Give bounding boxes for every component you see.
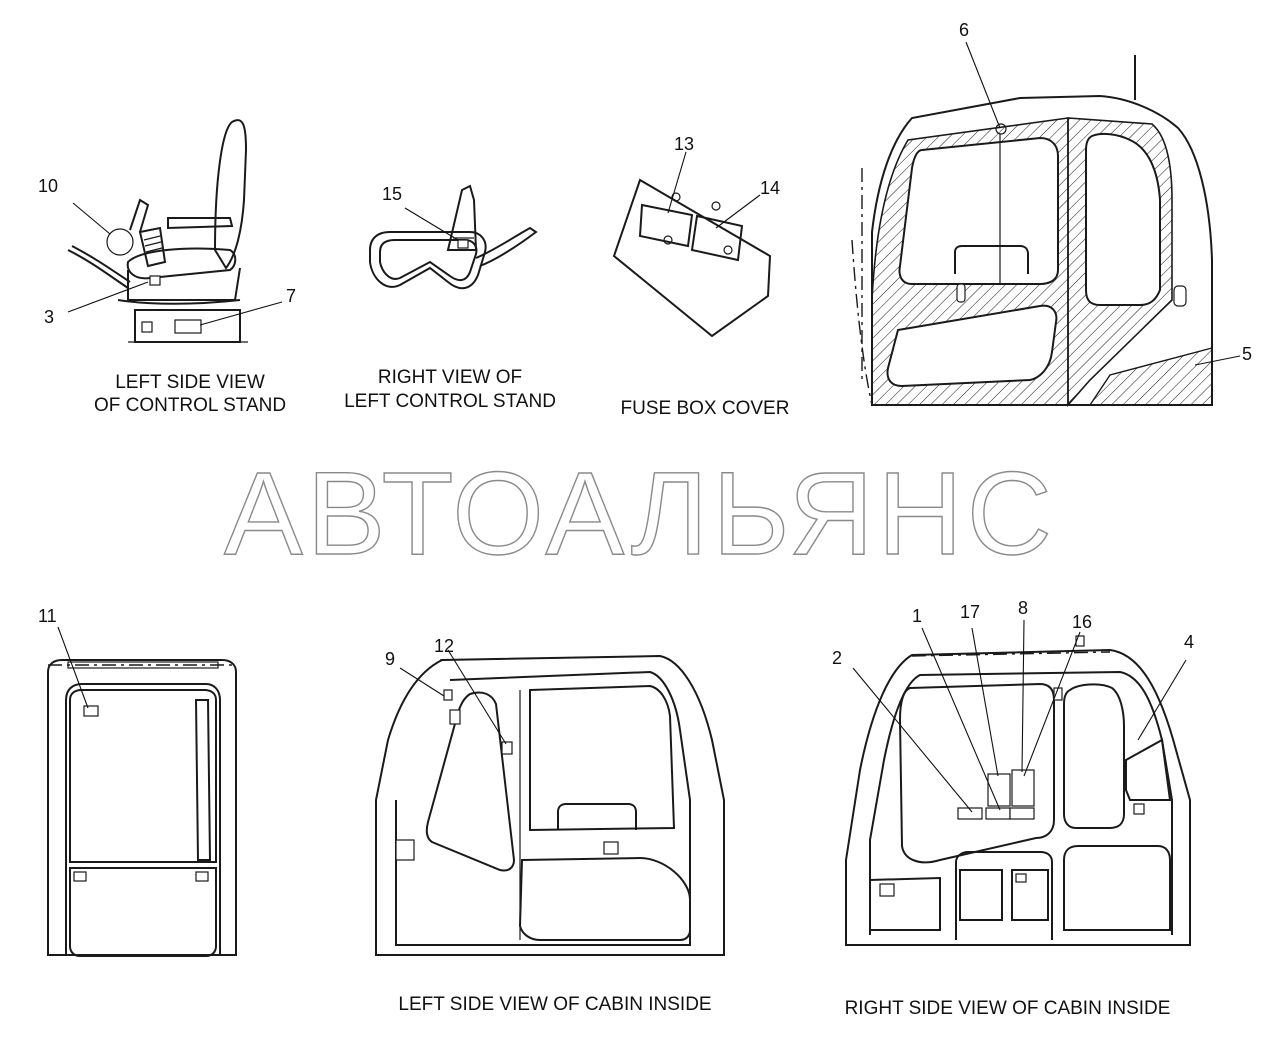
- caption-fuse-box: FUSE BOX COVER: [620, 398, 790, 419]
- callout-12: 12: [434, 636, 455, 656]
- callout-11: 11: [38, 606, 57, 626]
- leader-3: [67, 281, 149, 313]
- caption-stand-right-1: RIGHT VIEW OF: [377, 367, 523, 388]
- fuse-box-drawing: [612, 178, 772, 338]
- callout-1: 1: [912, 606, 923, 626]
- leader-5: [1194, 355, 1241, 366]
- callout-6: 6: [959, 20, 970, 40]
- caption-stand-right-2: LEFT CONTROL STAND: [344, 391, 556, 412]
- leader-15: [404, 207, 459, 241]
- leader-9: [399, 667, 445, 697]
- callout-13: 13: [674, 134, 695, 154]
- leader-8: [1021, 619, 1025, 773]
- callout-15: 15: [382, 184, 403, 204]
- callout-16: 16: [1072, 612, 1093, 632]
- watermark-text: АВТОАЛЬЯНС: [223, 448, 1056, 580]
- leader-10: [72, 202, 111, 235]
- leader-7: [199, 301, 283, 326]
- callout-14: 14: [760, 178, 781, 198]
- callout-8: 8: [1018, 598, 1029, 618]
- cabin-front-drawing: [47, 659, 237, 957]
- caption-cabin-right-inside: RIGHT SIDE VIEW OF CABIN INSIDE: [844, 998, 1171, 1019]
- callout-9: 9: [385, 649, 396, 669]
- caption-cabin-left-inside: LEFT SIDE VIEW OF CABIN INSIDE: [398, 994, 712, 1015]
- seat-drawing: [67, 119, 248, 343]
- callout-2: 2: [832, 648, 843, 668]
- callout-4: 4: [1184, 632, 1195, 652]
- callout-5: 5: [1242, 344, 1253, 364]
- callout-17: 17: [960, 602, 981, 622]
- cabin-right-inside-drawing: [845, 635, 1191, 946]
- leader-4: [1137, 659, 1187, 741]
- callout-7: 7: [286, 286, 297, 306]
- leader-6: [965, 41, 1001, 129]
- callout-3: 3: [44, 307, 55, 327]
- leader-17: [971, 627, 999, 777]
- leader-14: [715, 194, 761, 229]
- leader-11: [57, 626, 89, 709]
- control-stand-drawing: [369, 184, 538, 290]
- leader-2: [852, 667, 973, 813]
- caption-seat-left-2: OF CONTROL STAND: [93, 395, 287, 416]
- callout-10: 10: [38, 176, 59, 196]
- cabin-exterior-drawing: [851, 55, 1213, 408]
- cabin-left-inside-drawing: [375, 654, 725, 956]
- leader-1: [921, 627, 1001, 811]
- leader-13: [667, 151, 687, 214]
- leader-12: [447, 649, 507, 745]
- caption-seat-left-1: LEFT SIDE VIEW: [115, 372, 265, 393]
- leader-16: [1023, 631, 1081, 777]
